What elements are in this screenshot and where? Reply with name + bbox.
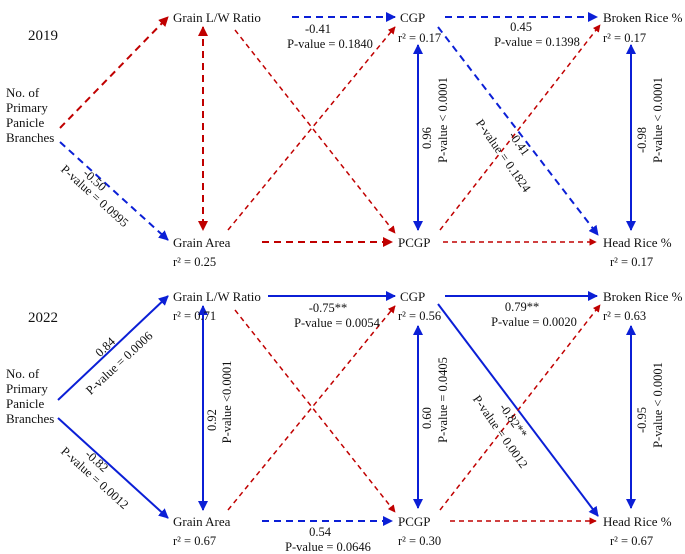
arrow-branches-to-lw-2022	[57, 295, 169, 401]
pval-cgp-head-2019: P-value = 0.1824	[473, 117, 534, 196]
r2-area-2019: r² = 0.25	[173, 255, 216, 269]
node-cgp-2019: CGP	[400, 10, 425, 25]
coef-cgp-broken-2019: 0.45	[510, 20, 532, 34]
pval-cgp-pcgp-2022: P-value = 0.0405	[436, 357, 450, 443]
r2-cgp-2019: r² = 0.17	[398, 31, 441, 45]
node-branches-2019: No. of Primary Panicle Branches	[6, 85, 54, 145]
coef-area-pcgp-2022: 0.54	[309, 525, 332, 539]
r2-lw-2022: r² = 0.71	[173, 309, 216, 323]
node-cgp-2022: CGP	[400, 289, 425, 304]
panel-2022: 2022 No. of Primary Panicle Branches Gra…	[6, 289, 683, 554]
node-area-2019: Grain Area	[173, 235, 231, 250]
year-2019: 2019	[28, 28, 58, 44]
pval-lw-cgp-2019: P-value = 0.1840	[287, 37, 373, 51]
r2-broken-2019: r² = 0.17	[603, 31, 646, 45]
r2-pcgp-2022: r² = 0.30	[398, 534, 441, 548]
node-head-2022: Head Rice %	[603, 514, 672, 529]
panel-2022-arrows	[57, 291, 636, 526]
node-pcgp-2019: PCGP	[398, 235, 431, 250]
r2-head-2022: r² = 0.67	[610, 534, 653, 548]
node-lw-2019: Grain L/W Ratio	[173, 10, 261, 25]
arrow-cgp-to-head-2019	[437, 26, 599, 236]
node-area-2022: Grain Area	[173, 514, 231, 529]
arrow-lw-to-pcgp-2019	[234, 29, 396, 234]
panel-2019: 2019 No. of Primary Panicle Branches Gra…	[6, 10, 683, 269]
coef-broken-head-2022: -0.95	[635, 407, 649, 433]
coef-lw-cgp-2019: -0.41	[305, 22, 331, 36]
coef-cgp-broken-2022: 0.79**	[505, 300, 539, 314]
node-broken-2019: Broken Rice %	[603, 10, 683, 25]
pval-area-pcgp-2022: P-value = 0.0646	[285, 540, 371, 554]
pval-broken-head-2019: P-value < 0.0001	[651, 77, 665, 163]
arrow-area-to-cgp-2022	[227, 305, 396, 511]
node-pcgp-2022: PCGP	[398, 514, 431, 529]
coef-lw-area-2022: 0.92	[205, 409, 219, 431]
arrow-branches-to-area-2022	[57, 417, 169, 519]
pval-lw-area-2022: P-value <0.0001	[220, 361, 234, 444]
arrow-branches-to-area-2019	[59, 141, 169, 241]
coef-cgp-pcgp-2022: 0.60	[420, 407, 434, 429]
arrow-pcgp-to-broken-2019	[439, 24, 601, 231]
pval-lw-cgp-2022: P-value = 0.0054	[294, 316, 381, 330]
panel-2019-arrows	[59, 12, 636, 247]
arrow-area-to-cgp-2019	[227, 26, 396, 231]
coef-branch-lw-2022: 0.84	[92, 334, 118, 360]
pval-branch-lw-2022: P-value = 0.0006	[83, 329, 155, 398]
pval-cgp-pcgp-2019: P-value < 0.0001	[436, 77, 450, 163]
r2-area-2022: r² = 0.67	[173, 534, 216, 548]
pval-broken-head-2022: P-value < 0.0001	[651, 362, 665, 448]
node-branches-2022: No. of Primary Panicle Branches	[6, 366, 54, 426]
arrow-lw-to-pcgp-2022	[234, 309, 396, 513]
coef-broken-head-2019: -0.98	[635, 127, 649, 153]
node-broken-2022: Broken Rice %	[603, 289, 683, 304]
r2-broken-2022: r² = 0.63	[603, 309, 646, 323]
node-head-2019: Head Rice %	[603, 235, 672, 250]
pval-cgp-broken-2019: P-value = 0.1398	[494, 35, 580, 49]
r2-head-2019: r² = 0.17	[610, 255, 653, 269]
coef-lw-cgp-2022: -0.75**	[309, 301, 348, 315]
year-2022: 2022	[28, 310, 58, 326]
arrow-pcgp-to-broken-2022	[439, 304, 601, 511]
coef-cgp-pcgp-2019: 0.96	[420, 127, 434, 149]
node-lw-2022: Grain L/W Ratio	[173, 289, 261, 304]
pval-cgp-broken-2022: P-value = 0.0020	[491, 315, 577, 329]
arrow-branches-to-lw-2019	[59, 16, 169, 129]
r2-cgp-2022: r² = 0.56	[398, 309, 441, 323]
